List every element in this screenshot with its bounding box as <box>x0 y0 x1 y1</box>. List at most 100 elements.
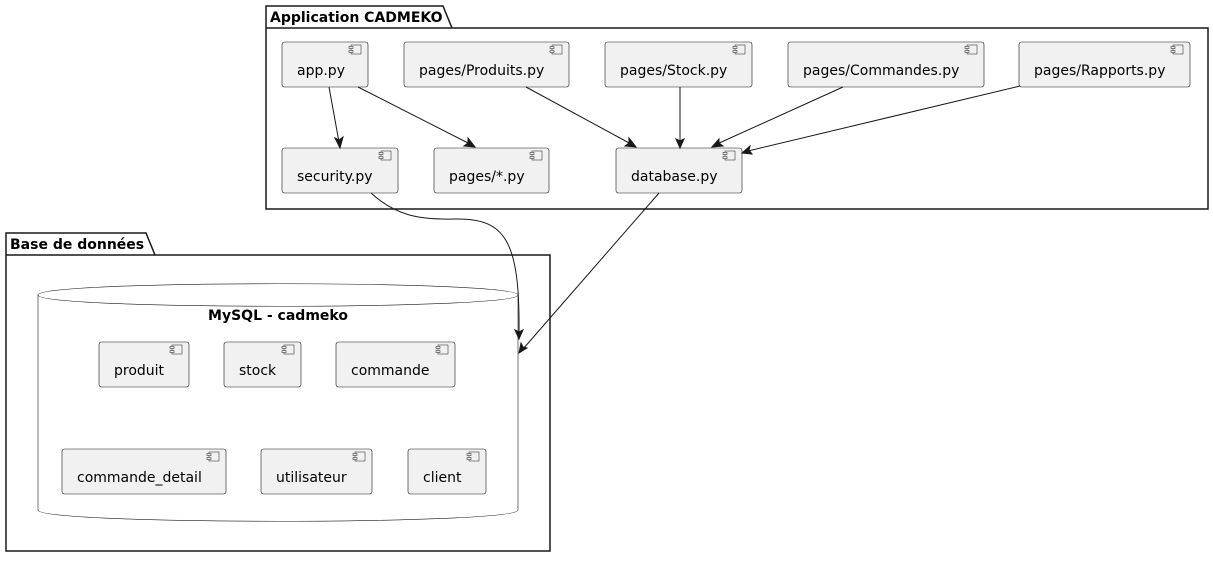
component-box <box>407 448 487 495</box>
component-label: stock <box>239 363 277 379</box>
component-security: security.py <box>281 147 399 194</box>
component-icon <box>468 451 480 462</box>
component-database-py: database.py <box>615 147 743 194</box>
component-icon <box>724 150 736 161</box>
component-label: produit <box>114 363 165 379</box>
edge-database-to-mysql <box>522 192 660 350</box>
component-table-produit: produit <box>98 341 190 388</box>
edge-security-to-mysql <box>370 192 520 334</box>
arrowhead <box>513 328 525 341</box>
component-label: commande_detail <box>77 470 202 486</box>
component-icon-tab <box>964 46 970 49</box>
component-app: app.py <box>281 41 369 88</box>
edge-commandes-to-database <box>716 86 844 145</box>
component-icon-tab <box>1170 50 1176 53</box>
component-label: client <box>423 470 462 486</box>
component-icon-tab <box>378 156 384 159</box>
component-icon <box>531 150 543 161</box>
component-icon-tab <box>732 46 738 49</box>
component-icon <box>283 344 295 355</box>
component-icon <box>437 344 449 355</box>
component-icon <box>171 344 183 355</box>
component-box <box>604 41 753 88</box>
package-database-title: Base de données <box>10 237 144 253</box>
component-icon <box>208 451 220 462</box>
component-pages-commandes: pages/Commandes.py <box>787 41 985 88</box>
component-box <box>61 448 227 495</box>
component-box <box>335 341 456 388</box>
edges <box>328 85 1021 355</box>
arrowhead <box>623 136 638 148</box>
edge-app-to-security <box>328 86 340 143</box>
arrowhead <box>674 137 686 150</box>
component-icon-tab <box>281 350 287 353</box>
component-icon-tab <box>378 152 384 155</box>
component-icon-tab <box>549 50 555 53</box>
component-table-utilisateur: utilisateur <box>260 448 373 495</box>
component-label: pages/Rapports.py <box>1034 63 1165 79</box>
arrowhead <box>740 144 754 155</box>
component-icon-tab <box>722 156 728 159</box>
arrowhead <box>518 341 529 355</box>
arrowhead <box>462 136 477 148</box>
component-icon-tab <box>549 46 555 49</box>
edge-app-to-pages-all <box>357 86 471 145</box>
component-pages-stock: pages/Stock.py <box>604 41 753 88</box>
component-box <box>98 341 190 388</box>
component-box <box>1018 41 1191 88</box>
component-label: pages/Stock.py <box>620 63 727 79</box>
component-pages-rapports: pages/Rapports.py <box>1018 41 1191 88</box>
component-label: app.py <box>297 63 345 79</box>
component-icon-tab <box>722 152 728 155</box>
component-icon-tab <box>348 46 354 49</box>
database-cylinder-rim <box>37 294 519 307</box>
component-box <box>281 41 369 88</box>
component-icon-tab <box>206 457 212 460</box>
component-icon-tab <box>732 50 738 53</box>
component-box <box>403 41 570 88</box>
component-label: pages/Produits.py <box>419 63 544 79</box>
component-pages-all: pages/*.py <box>433 147 550 194</box>
component-icon-tab <box>206 453 212 456</box>
component-icon <box>966 44 978 55</box>
arrowhead <box>710 137 725 148</box>
component-label: security.py <box>297 169 373 185</box>
component-icon-tab <box>435 346 441 349</box>
database-title: MySQL - cadmeko <box>208 308 348 324</box>
component-table-commande: commande <box>335 341 456 388</box>
component-icon <box>354 451 366 462</box>
component-label: pages/*.py <box>449 169 525 185</box>
component-icon-tab <box>435 350 441 353</box>
component-label: utilisateur <box>276 470 347 486</box>
component-icon-tab <box>466 457 472 460</box>
component-box <box>433 147 550 194</box>
component-icon-tab <box>529 152 535 155</box>
component-icon-tab <box>281 346 287 349</box>
edge-produits-to-database <box>525 86 632 145</box>
component-box <box>223 341 302 388</box>
component-icon-tab <box>1170 46 1176 49</box>
component-box <box>260 448 373 495</box>
component-icon-tab <box>964 50 970 53</box>
component-icon <box>551 44 563 55</box>
component-icon <box>380 150 392 161</box>
component-icon-tab <box>348 50 354 53</box>
component-label: pages/Commandes.py <box>803 63 959 79</box>
edge-rapports-to-database <box>747 85 1021 152</box>
component-table-commande-detail: commande_detail <box>61 448 227 495</box>
component-icon-tab <box>352 453 358 456</box>
component-icon-tab <box>169 346 175 349</box>
component-pages-produits: pages/Produits.py <box>403 41 570 88</box>
component-table-stock: stock <box>223 341 302 388</box>
component-icon <box>1172 44 1184 55</box>
component-icon-tab <box>529 156 535 159</box>
arrowhead <box>333 135 344 150</box>
component-icon-tab <box>169 350 175 353</box>
component-table-client: client <box>407 448 487 495</box>
component-icon-tab <box>352 457 358 460</box>
component-box <box>615 147 743 194</box>
package-application-title: Application CADMEKO <box>270 10 443 26</box>
component-label: commande <box>351 363 430 379</box>
